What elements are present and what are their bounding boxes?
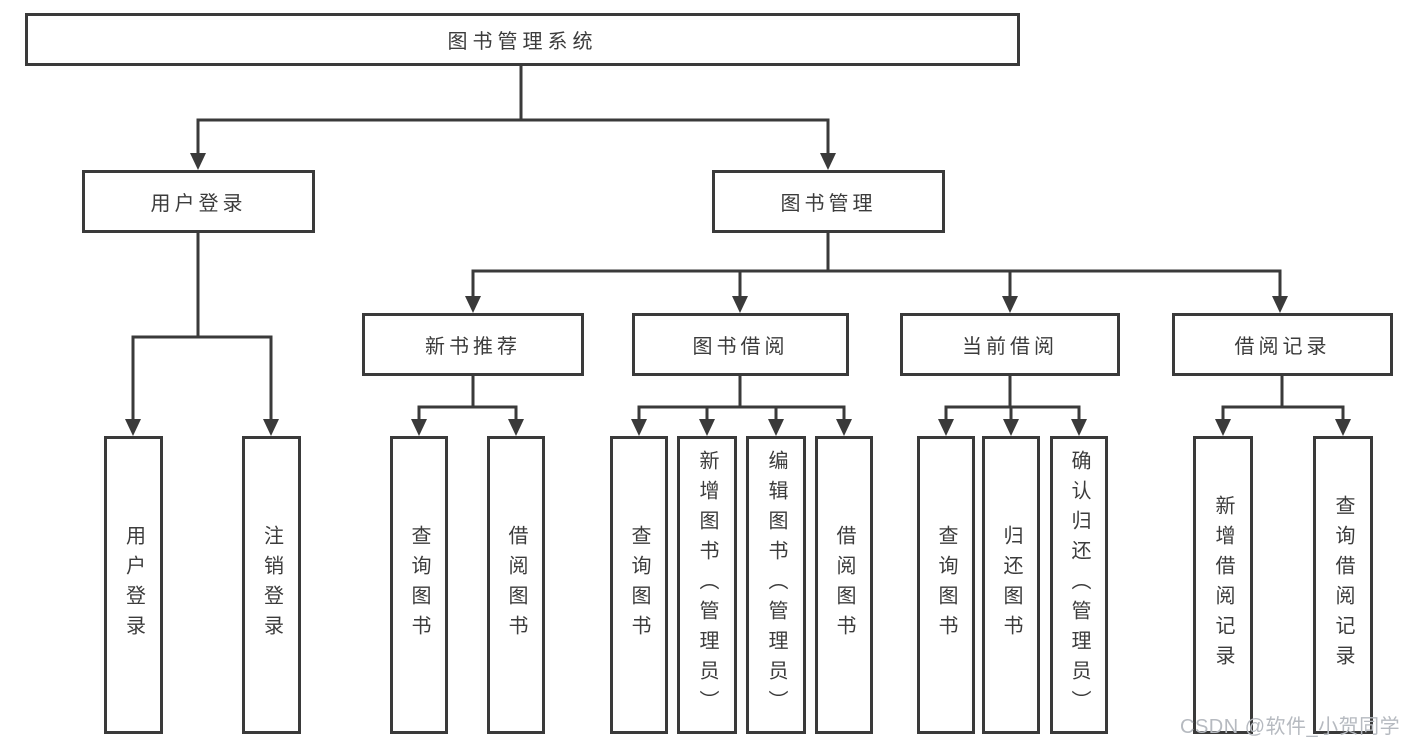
node-new-book-recommendation-label: 新书推荐	[425, 336, 521, 358]
leaf-borrow-books-borrow: 借阅图书	[815, 436, 873, 734]
arrowheads	[125, 153, 1351, 436]
leaf-query-borrow-record: 查询借阅记录	[1313, 436, 1373, 734]
leaf-logout-login-label: 注销登录	[260, 525, 283, 645]
leaf-user-login: 用户登录	[104, 436, 163, 734]
leaf-return-books: 归还图书	[982, 436, 1040, 734]
node-borrowing-records: 借阅记录	[1172, 313, 1393, 376]
node-user-login-label: 用户登录	[150, 193, 247, 215]
node-new-book-recommendation: 新书推荐	[362, 313, 584, 376]
leaf-user-login-label: 用户登录	[122, 525, 145, 645]
node-book-management-label: 图书管理	[780, 193, 877, 215]
leaf-logout-login: 注销登录	[242, 436, 301, 734]
leaf-query-borrow-record-label: 查询借阅记录	[1332, 495, 1354, 675]
node-library-system: 图书管理系统	[25, 13, 1020, 66]
node-book-management: 图书管理	[712, 170, 945, 233]
node-book-borrowing: 图书借阅	[632, 313, 849, 376]
leaf-borrow-books-newrec-label: 借阅图书	[505, 525, 527, 645]
leaf-confirm-return-admin: 确认归还（管理员）	[1050, 436, 1108, 734]
watermark: CSDN @软件_小贺同学	[1180, 716, 1401, 738]
leaf-edit-book-admin: 编辑图书（管理员）	[746, 436, 806, 734]
leaf-add-book-admin: 新增图书（管理员）	[677, 436, 737, 734]
leaf-edit-book-admin-label: 编辑图书（管理员）	[765, 450, 787, 720]
leaf-query-books-borrow: 查询图书	[610, 436, 668, 734]
leaf-query-books-newrec-label: 查询图书	[408, 525, 430, 645]
leaf-borrow-books-borrow-label: 借阅图书	[833, 525, 855, 645]
leaf-query-books-newrec: 查询图书	[390, 436, 448, 734]
leaf-add-borrow-record: 新增借阅记录	[1193, 436, 1253, 734]
leaf-add-book-admin-label: 新增图书（管理员）	[696, 450, 718, 720]
leaf-borrow-books-newrec: 借阅图书	[487, 436, 545, 734]
node-book-borrowing-label: 图书借阅	[692, 336, 789, 358]
leaf-add-borrow-record-label: 新增借阅记录	[1212, 495, 1234, 675]
leaf-query-books-current-label: 查询图书	[935, 525, 957, 645]
node-current-borrowing-label: 当前借阅	[962, 336, 1058, 358]
node-user-login: 用户登录	[82, 170, 315, 233]
leaf-confirm-return-admin-label: 确认归还（管理员）	[1068, 450, 1090, 720]
node-borrowing-records-label: 借阅记录	[1234, 336, 1331, 358]
leaf-query-books-borrow-label: 查询图书	[628, 525, 650, 645]
node-library-system-label: 图书管理系统	[447, 31, 598, 53]
leaf-return-books-label: 归还图书	[1000, 525, 1022, 645]
leaf-query-books-current: 查询图书	[917, 436, 975, 734]
node-current-borrowing: 当前借阅	[900, 313, 1120, 376]
